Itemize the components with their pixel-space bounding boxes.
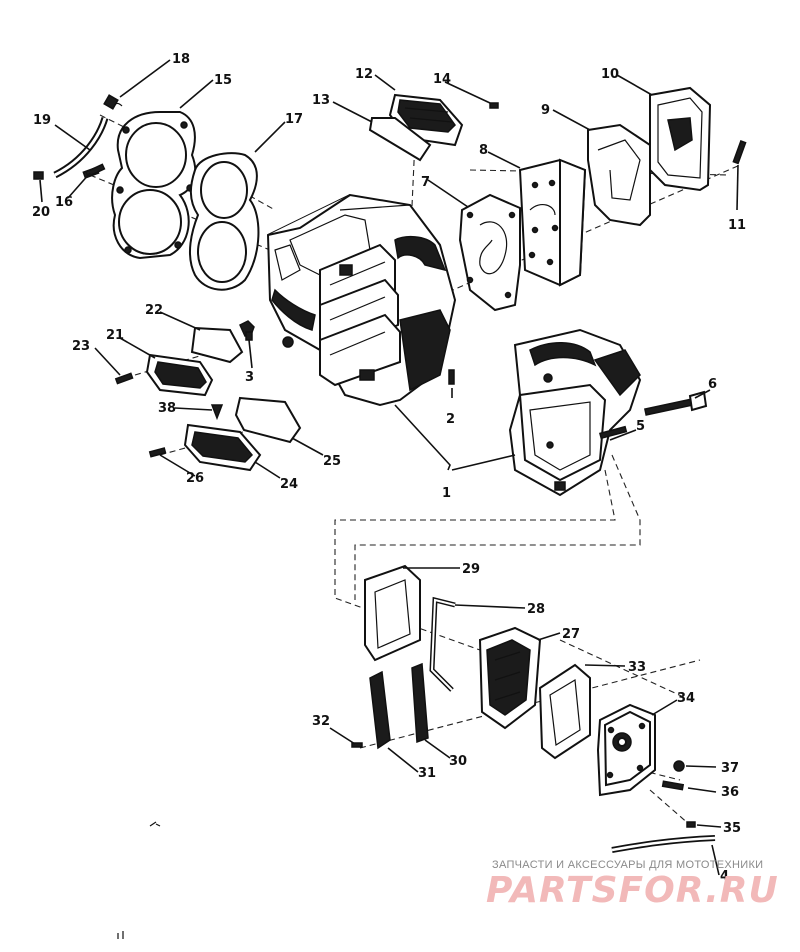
callout-22: 22 xyxy=(145,303,163,318)
callout-18: 18 xyxy=(172,52,190,67)
callout-3: 3 xyxy=(245,370,254,385)
studs-part xyxy=(599,390,708,440)
callout-10: 10 xyxy=(601,67,619,82)
reed-petals-part xyxy=(351,662,429,750)
callout-13: 13 xyxy=(312,93,330,108)
exhaust-cover-part xyxy=(649,86,712,192)
callout-37: 37 xyxy=(721,761,739,776)
callout-26: 26 xyxy=(186,471,204,486)
callout-31: 31 xyxy=(418,766,436,781)
exhaust-gasket-part xyxy=(587,123,651,227)
callout-34: 34 xyxy=(677,691,695,706)
small-fittings-part xyxy=(239,320,455,385)
callout-23: 23 xyxy=(72,339,90,354)
callout-11: 11 xyxy=(728,218,746,233)
callout-36: 36 xyxy=(721,785,739,800)
callout-16: 16 xyxy=(55,195,73,210)
screw-part xyxy=(732,140,747,165)
reed-block-assembly-part xyxy=(148,396,302,472)
bypass-reed-housing-part xyxy=(478,626,542,730)
cover-fasteners-part xyxy=(611,760,716,853)
callout-4: 4 xyxy=(720,869,729,884)
watermark: ЗАПЧАСТИ И АКСЕССУАРЫ ДЛЯ МОТОТЕХНИКИ PA… xyxy=(486,859,779,911)
callout-2: 2 xyxy=(446,412,455,427)
lower-crankcase-part xyxy=(508,328,642,497)
callout-17: 17 xyxy=(285,112,303,127)
callout-35: 35 xyxy=(723,821,741,836)
bypass-cover-part xyxy=(596,703,656,797)
callout-6: 6 xyxy=(708,377,717,392)
scan-specks xyxy=(117,821,161,939)
callout-24: 24 xyxy=(280,477,298,492)
callout-27: 27 xyxy=(562,627,580,642)
callout-21: 21 xyxy=(106,328,124,343)
watermark-site: PARTSFOR.RU xyxy=(486,870,779,911)
head-gasket-part xyxy=(189,152,260,291)
callout-30: 30 xyxy=(449,754,467,769)
callout-15: 15 xyxy=(214,73,232,88)
callout-9: 9 xyxy=(541,103,550,118)
crankcase-block-part xyxy=(266,193,457,407)
upper-reed-valve-part xyxy=(368,93,499,162)
callout-numbers: 1 2 3 4 5 6 7 8 9 10 11 12 13 14 15 16 1… xyxy=(32,52,746,884)
callout-8: 8 xyxy=(479,143,488,158)
callout-5: 5 xyxy=(636,419,645,434)
callout-28: 28 xyxy=(527,602,545,617)
cylinder-head-part xyxy=(111,111,197,260)
bypass-bracket-part xyxy=(429,596,456,692)
callout-20: 20 xyxy=(32,205,50,220)
callout-38: 38 xyxy=(158,401,176,416)
callout-leader-lines xyxy=(39,59,739,876)
transfer-cover-part xyxy=(518,158,587,287)
callout-12: 12 xyxy=(355,67,373,82)
callout-32: 32 xyxy=(312,714,330,729)
lower-reed-block-part xyxy=(114,326,244,397)
transfer-gasket-part xyxy=(458,193,521,312)
head-screw-part xyxy=(85,163,106,178)
callout-14: 14 xyxy=(433,72,451,87)
callout-25: 25 xyxy=(323,454,341,469)
callout-1: 1 xyxy=(442,486,451,501)
hose-fitting-part xyxy=(33,94,123,180)
callout-33: 33 xyxy=(628,660,646,675)
callout-19: 19 xyxy=(33,113,51,128)
cover-gasket-part xyxy=(538,663,591,760)
callout-7: 7 xyxy=(421,175,430,190)
callout-29: 29 xyxy=(462,562,480,577)
bypass-gasket-part xyxy=(364,564,421,662)
watermark-caption: ЗАПЧАСТИ И АКСЕССУАРЫ ДЛЯ МОТОТЕХНИКИ xyxy=(492,859,763,871)
